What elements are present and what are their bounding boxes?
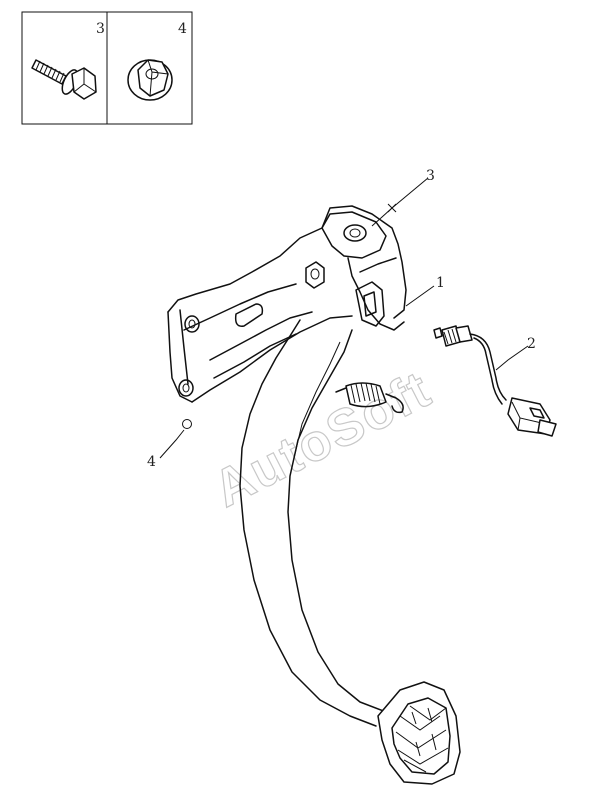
inset-number-bolt: 3 (96, 21, 105, 37)
clutch-switch (433, 325, 557, 437)
callout-1-pedal: 1 (436, 275, 445, 291)
callout-4-nut: 4 (147, 454, 156, 470)
nut-marker (182, 419, 192, 429)
watermark-text: AutoSoft (205, 360, 441, 519)
bolt-icon (31, 59, 97, 100)
inset-number-nut: 4 (178, 21, 187, 37)
connector-icon (507, 397, 557, 437)
leader-lines (159, 177, 529, 459)
callout-2-switch: 2 (527, 336, 536, 352)
flange-nut-icon (127, 59, 173, 101)
return-spring (335, 382, 404, 414)
fastener-inset: 3 4 (21, 11, 193, 125)
callout-3-bolt: 3 (426, 168, 435, 184)
pedal-pad (377, 681, 461, 785)
clutch-pedal-assembly (167, 205, 461, 785)
